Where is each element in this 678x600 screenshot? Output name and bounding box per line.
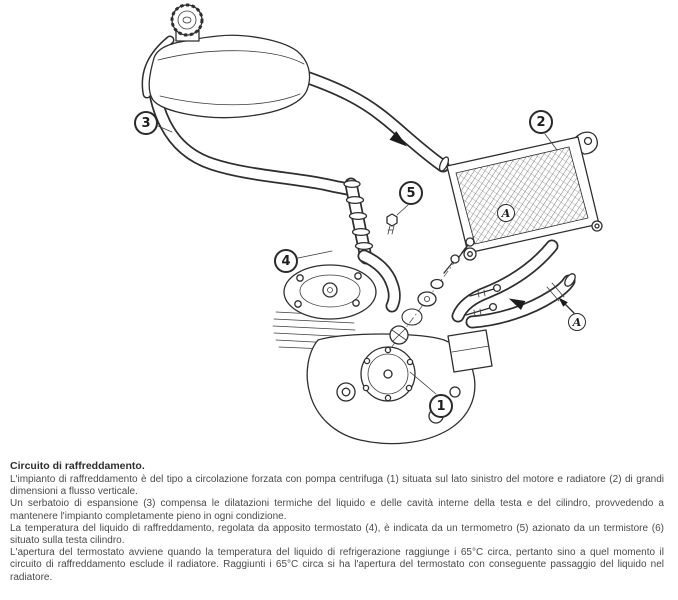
inlet-elbow-bolts	[465, 283, 502, 317]
pump-return-hose	[465, 273, 576, 329]
water-pump-cover	[360, 346, 416, 402]
connection-label-a-radiator: A	[497, 204, 515, 222]
paragraph-1: L'impianto di raffreddamento è del tipo …	[10, 474, 664, 498]
connection-a-arrow	[558, 297, 575, 314]
description-section: Circuito di raffreddamento. L'impianto d…	[0, 456, 678, 584]
flow-arrow-bottom	[508, 298, 526, 311]
paragraph-3: La temperatura del liquido di raffreddam…	[10, 522, 664, 546]
flow-arrow-top	[389, 131, 408, 147]
thermostat	[343, 177, 401, 313]
callout-leader-lines	[157, 125, 558, 395]
paragraph-2: Un serbatoio di espansione (3) compensa …	[10, 498, 664, 522]
tank-to-radiator-hose	[296, 69, 450, 173]
radiator	[438, 131, 603, 261]
temperature-sensor	[386, 213, 398, 235]
callout-3-label: 3	[141, 115, 151, 131]
callout-3: 3	[134, 111, 158, 135]
connection-label-a-hose-text: A	[572, 315, 582, 329]
filler-cap	[170, 3, 204, 42]
section-heading: Circuito di raffreddamento.	[10, 460, 145, 472]
callout-5-label: 5	[406, 185, 416, 201]
cooling-circuit-diagram	[141, 3, 603, 445]
callout-2: 2	[529, 110, 553, 134]
callout-5: 5	[399, 181, 423, 205]
callout-1: 1	[429, 394, 453, 418]
radiator-outlet-hose	[451, 239, 559, 323]
cooling-circuit-figure: 1 2 3 4 5 A A	[134, 3, 603, 445]
cylinder-head	[283, 264, 377, 320]
connection-label-a-radiator-text: A	[501, 206, 511, 220]
vent-hose	[141, 35, 175, 99]
paragraph-4: L'apertura del termostato avviene quando…	[10, 547, 664, 583]
callout-4: 4	[274, 249, 298, 273]
connection-label-a-hose: A	[568, 313, 586, 331]
callout-4-label: 4	[281, 253, 291, 269]
callout-2-label: 2	[536, 114, 546, 130]
water-pump-exploded-parts	[387, 235, 475, 353]
engine	[272, 264, 493, 445]
expansion-tank	[148, 3, 311, 119]
callout-1-label: 1	[436, 398, 446, 414]
tank-to-thermostat-hose	[149, 91, 357, 197]
